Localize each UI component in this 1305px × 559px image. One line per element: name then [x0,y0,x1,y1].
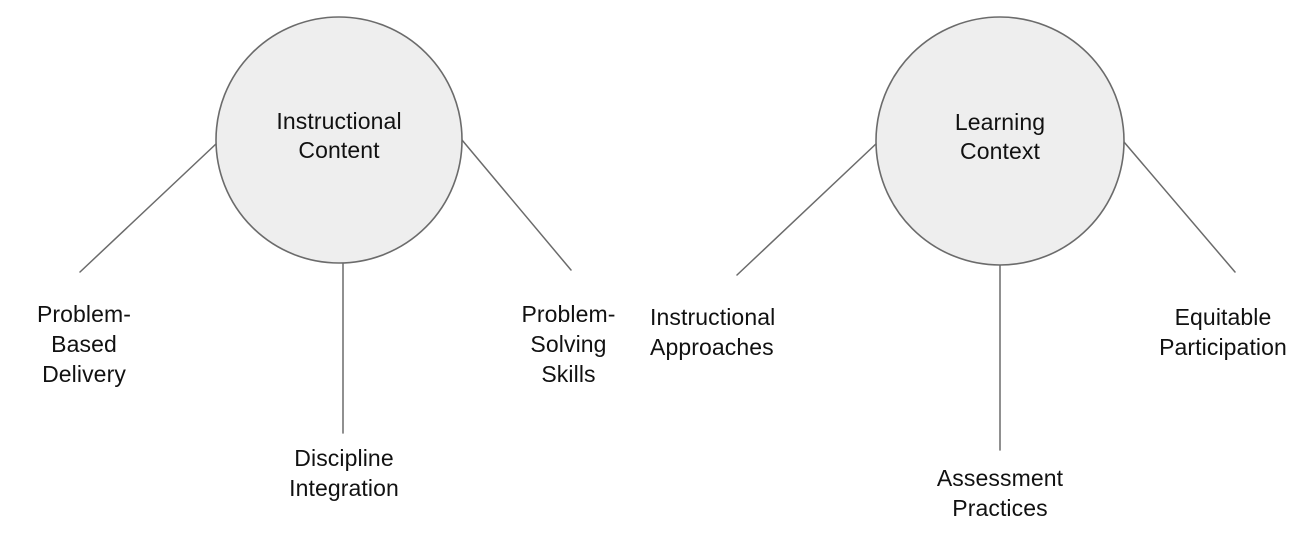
leaf-label-assessment-practices: Assessment Practices [936,465,1064,521]
node-instructional-content[interactable] [215,16,463,264]
node-learning-context[interactable] [875,16,1125,266]
connector-problem-solving-skills [461,139,572,271]
leaf-label-problem-solving-skills: Problem- Solving Skills [521,301,616,387]
leaf-label-instructional-approaches: Instructional Approaches [650,304,776,360]
leaf-label-discipline-integration: Discipline Integration [289,445,399,501]
leaf-label-equitable-participation: Equitable Participation [1159,304,1287,360]
node-label-learning-context: Learning Context [954,109,1046,165]
node-label-instructional-content: Instructional Content [276,108,402,164]
connector-instructional-approaches [736,141,879,276]
leaf-label-problem-based-delivery: Problem- Based Delivery [36,301,132,387]
connector-equitable-participation [1123,141,1236,273]
connector-problem-based-delivery [79,142,218,273]
